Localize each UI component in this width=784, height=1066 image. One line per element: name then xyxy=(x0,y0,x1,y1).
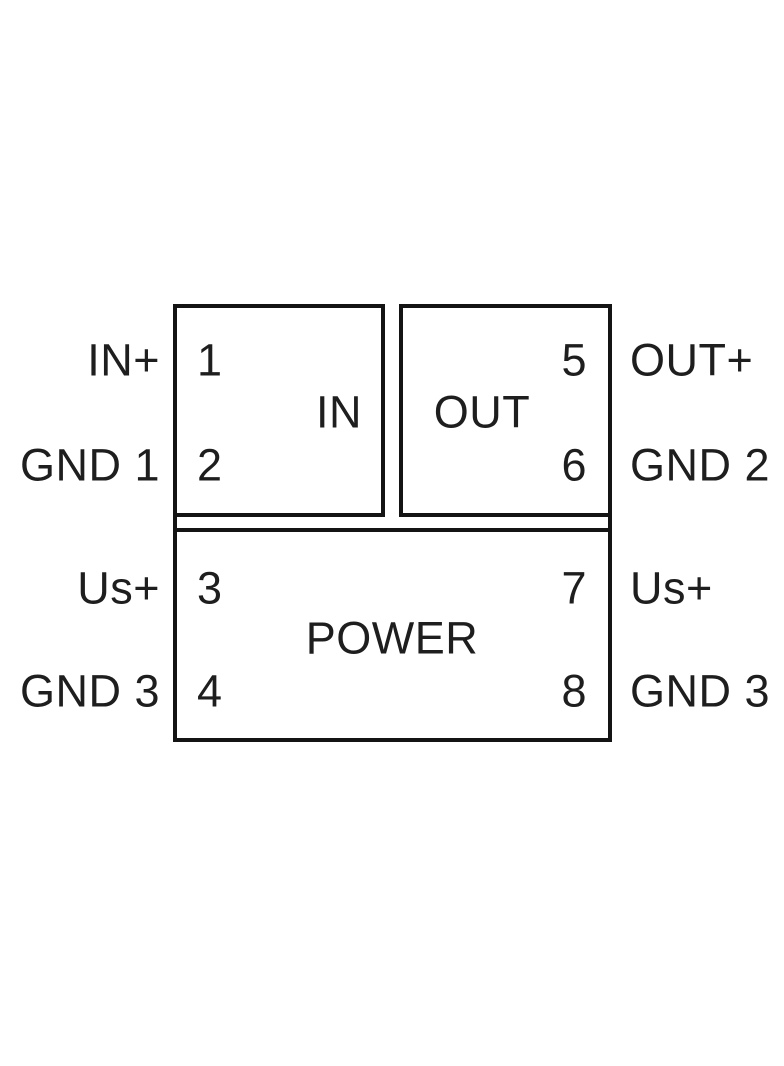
out-block xyxy=(399,304,612,517)
out-block-title: OUT xyxy=(433,386,531,438)
external-label-gnd-3-left: GND 3 xyxy=(19,665,160,717)
pin-6-number: 6 xyxy=(561,439,587,491)
external-label-gnd-2: GND 2 xyxy=(630,439,771,491)
external-label-in-plus: IN+ xyxy=(87,334,160,386)
external-label-gnd-3-right: GND 3 xyxy=(630,665,771,717)
external-label-us-plus-right: Us+ xyxy=(630,562,713,614)
pin-3-number: 3 xyxy=(197,562,223,614)
pin-7-number: 7 xyxy=(561,562,587,614)
external-label-out-plus: OUT+ xyxy=(630,334,754,386)
pin-4-number: 4 xyxy=(197,665,223,717)
external-label-gnd-1: GND 1 xyxy=(19,439,160,491)
right-edge-connector-line xyxy=(608,515,612,530)
in-block-title: IN xyxy=(316,386,362,438)
pin-1-number: 1 xyxy=(197,334,223,386)
external-label-us-plus-left: Us+ xyxy=(77,562,160,614)
pin-5-number: 5 xyxy=(561,334,587,386)
in-block xyxy=(173,304,385,517)
left-edge-connector-line xyxy=(173,515,177,530)
power-block-title: POWER xyxy=(305,612,479,664)
pin-8-number: 8 xyxy=(561,665,587,717)
power-block xyxy=(173,528,612,742)
pin-2-number: 2 xyxy=(197,439,223,491)
